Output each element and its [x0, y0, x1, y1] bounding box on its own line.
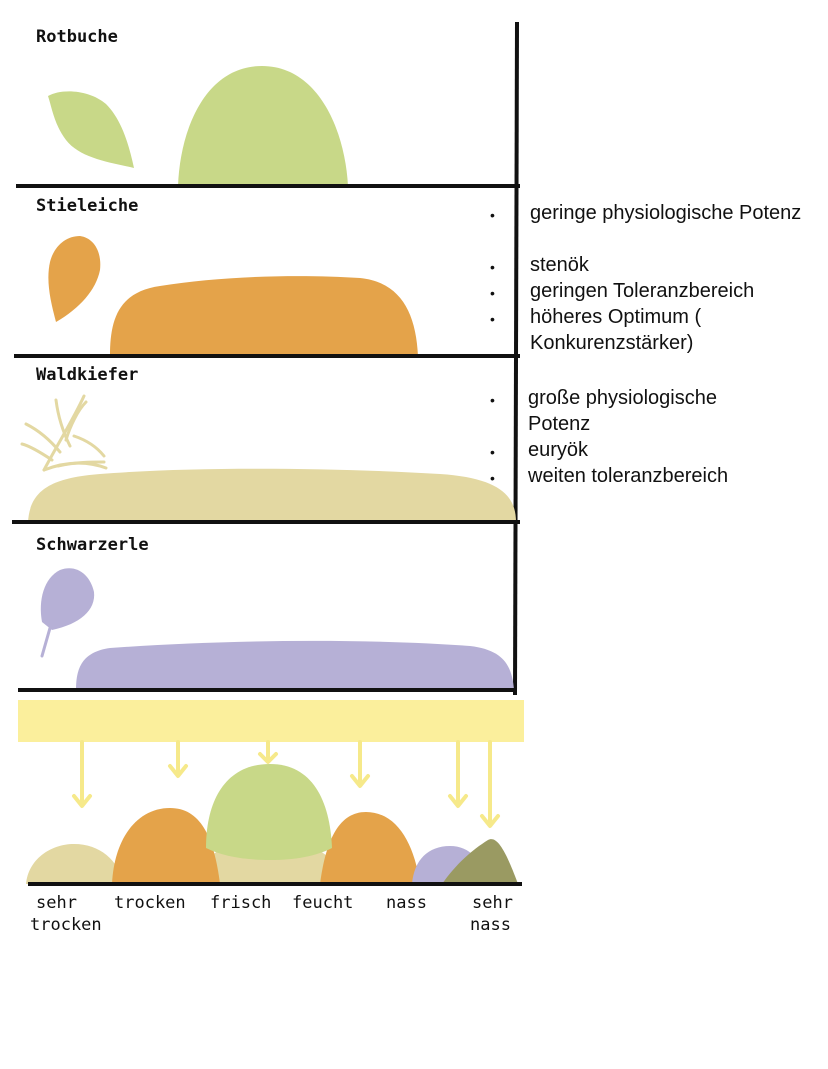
moisture-label-sehr-trocken-2: trocken	[30, 915, 102, 935]
note-text: geringen Toleranzbereich	[530, 280, 755, 302]
moisture-label-frisch: frisch	[210, 893, 271, 913]
moisture-label-trocken: trocken	[114, 893, 186, 913]
panel-schwarzerle: Schwarzerle	[18, 535, 514, 692]
note-text: stenök	[530, 254, 589, 276]
moisture-label-feucht: feucht	[292, 893, 353, 913]
panel-stieleiche: Stieleiche	[14, 196, 520, 358]
beech-tolerance-curve	[178, 66, 348, 186]
combined-distribution	[26, 764, 522, 886]
moisture-label-nass: nass	[386, 893, 427, 913]
species-label-schwarzerle: Schwarzerle	[36, 535, 149, 555]
notes-waldkiefer: • große physiologische Potenz • euryök •…	[490, 385, 810, 489]
oak-tolerance-curve	[110, 276, 418, 356]
alder-leaf-icon	[40, 568, 95, 630]
note-item: • weiten toleranzbereich	[490, 465, 729, 487]
projection-band	[18, 700, 524, 742]
note-text: höheres Optimum ( Konkurenzstärker)	[530, 306, 702, 354]
note-text: euryök	[528, 439, 589, 461]
beech-frisch-hump	[206, 764, 332, 860]
panel-waldkiefer: Waldkiefer	[12, 365, 520, 524]
note-item: • geringe physiologische Potenz	[490, 200, 810, 252]
note-text: weiten toleranzbereich	[528, 465, 729, 487]
vertical-divider-line	[513, 21, 519, 696]
oak-feucht-hump	[320, 812, 420, 884]
note-item: • geringen Toleranzbereich	[490, 280, 755, 302]
oak-leaf-icon	[48, 236, 101, 322]
pine-needles-icon	[20, 394, 108, 472]
species-label-waldkiefer: Waldkiefer	[36, 365, 138, 385]
note-text: geringe physiologische Potenz	[530, 202, 802, 224]
species-label-stieleiche: Stieleiche	[36, 196, 138, 216]
note-text: große physiologische Potenz	[528, 387, 717, 435]
olive-sehr-nass-hump	[442, 839, 518, 884]
alder-tolerance-curve	[76, 640, 514, 690]
note-item: • euryök	[490, 439, 589, 461]
pine-tolerance-curve	[28, 468, 516, 522]
note-item: • stenök	[490, 254, 589, 276]
note-item: • große physiologische Potenz	[490, 385, 810, 437]
note-item: • höheres Optimum ( Konkurenzstärker)	[490, 304, 810, 356]
moisture-axis-labels: sehr trocken trocken frisch feucht nass …	[30, 893, 513, 935]
moisture-label-sehr-nass-1: sehr	[472, 893, 513, 913]
pine-sehr-trocken-hump	[26, 844, 124, 884]
panel-rotbuche: Rotbuche	[16, 27, 520, 188]
projection-arrows	[72, 740, 500, 828]
oak-trocken-hump	[112, 808, 220, 884]
beech-leaf-icon	[48, 91, 134, 168]
moisture-label-sehr-nass-2: nass	[470, 915, 511, 935]
species-label-rotbuche: Rotbuche	[36, 27, 118, 47]
moisture-label-sehr-trocken-1: sehr	[36, 893, 77, 913]
notes-stieleiche: • geringe physiologische Potenz • stenök…	[490, 200, 810, 356]
